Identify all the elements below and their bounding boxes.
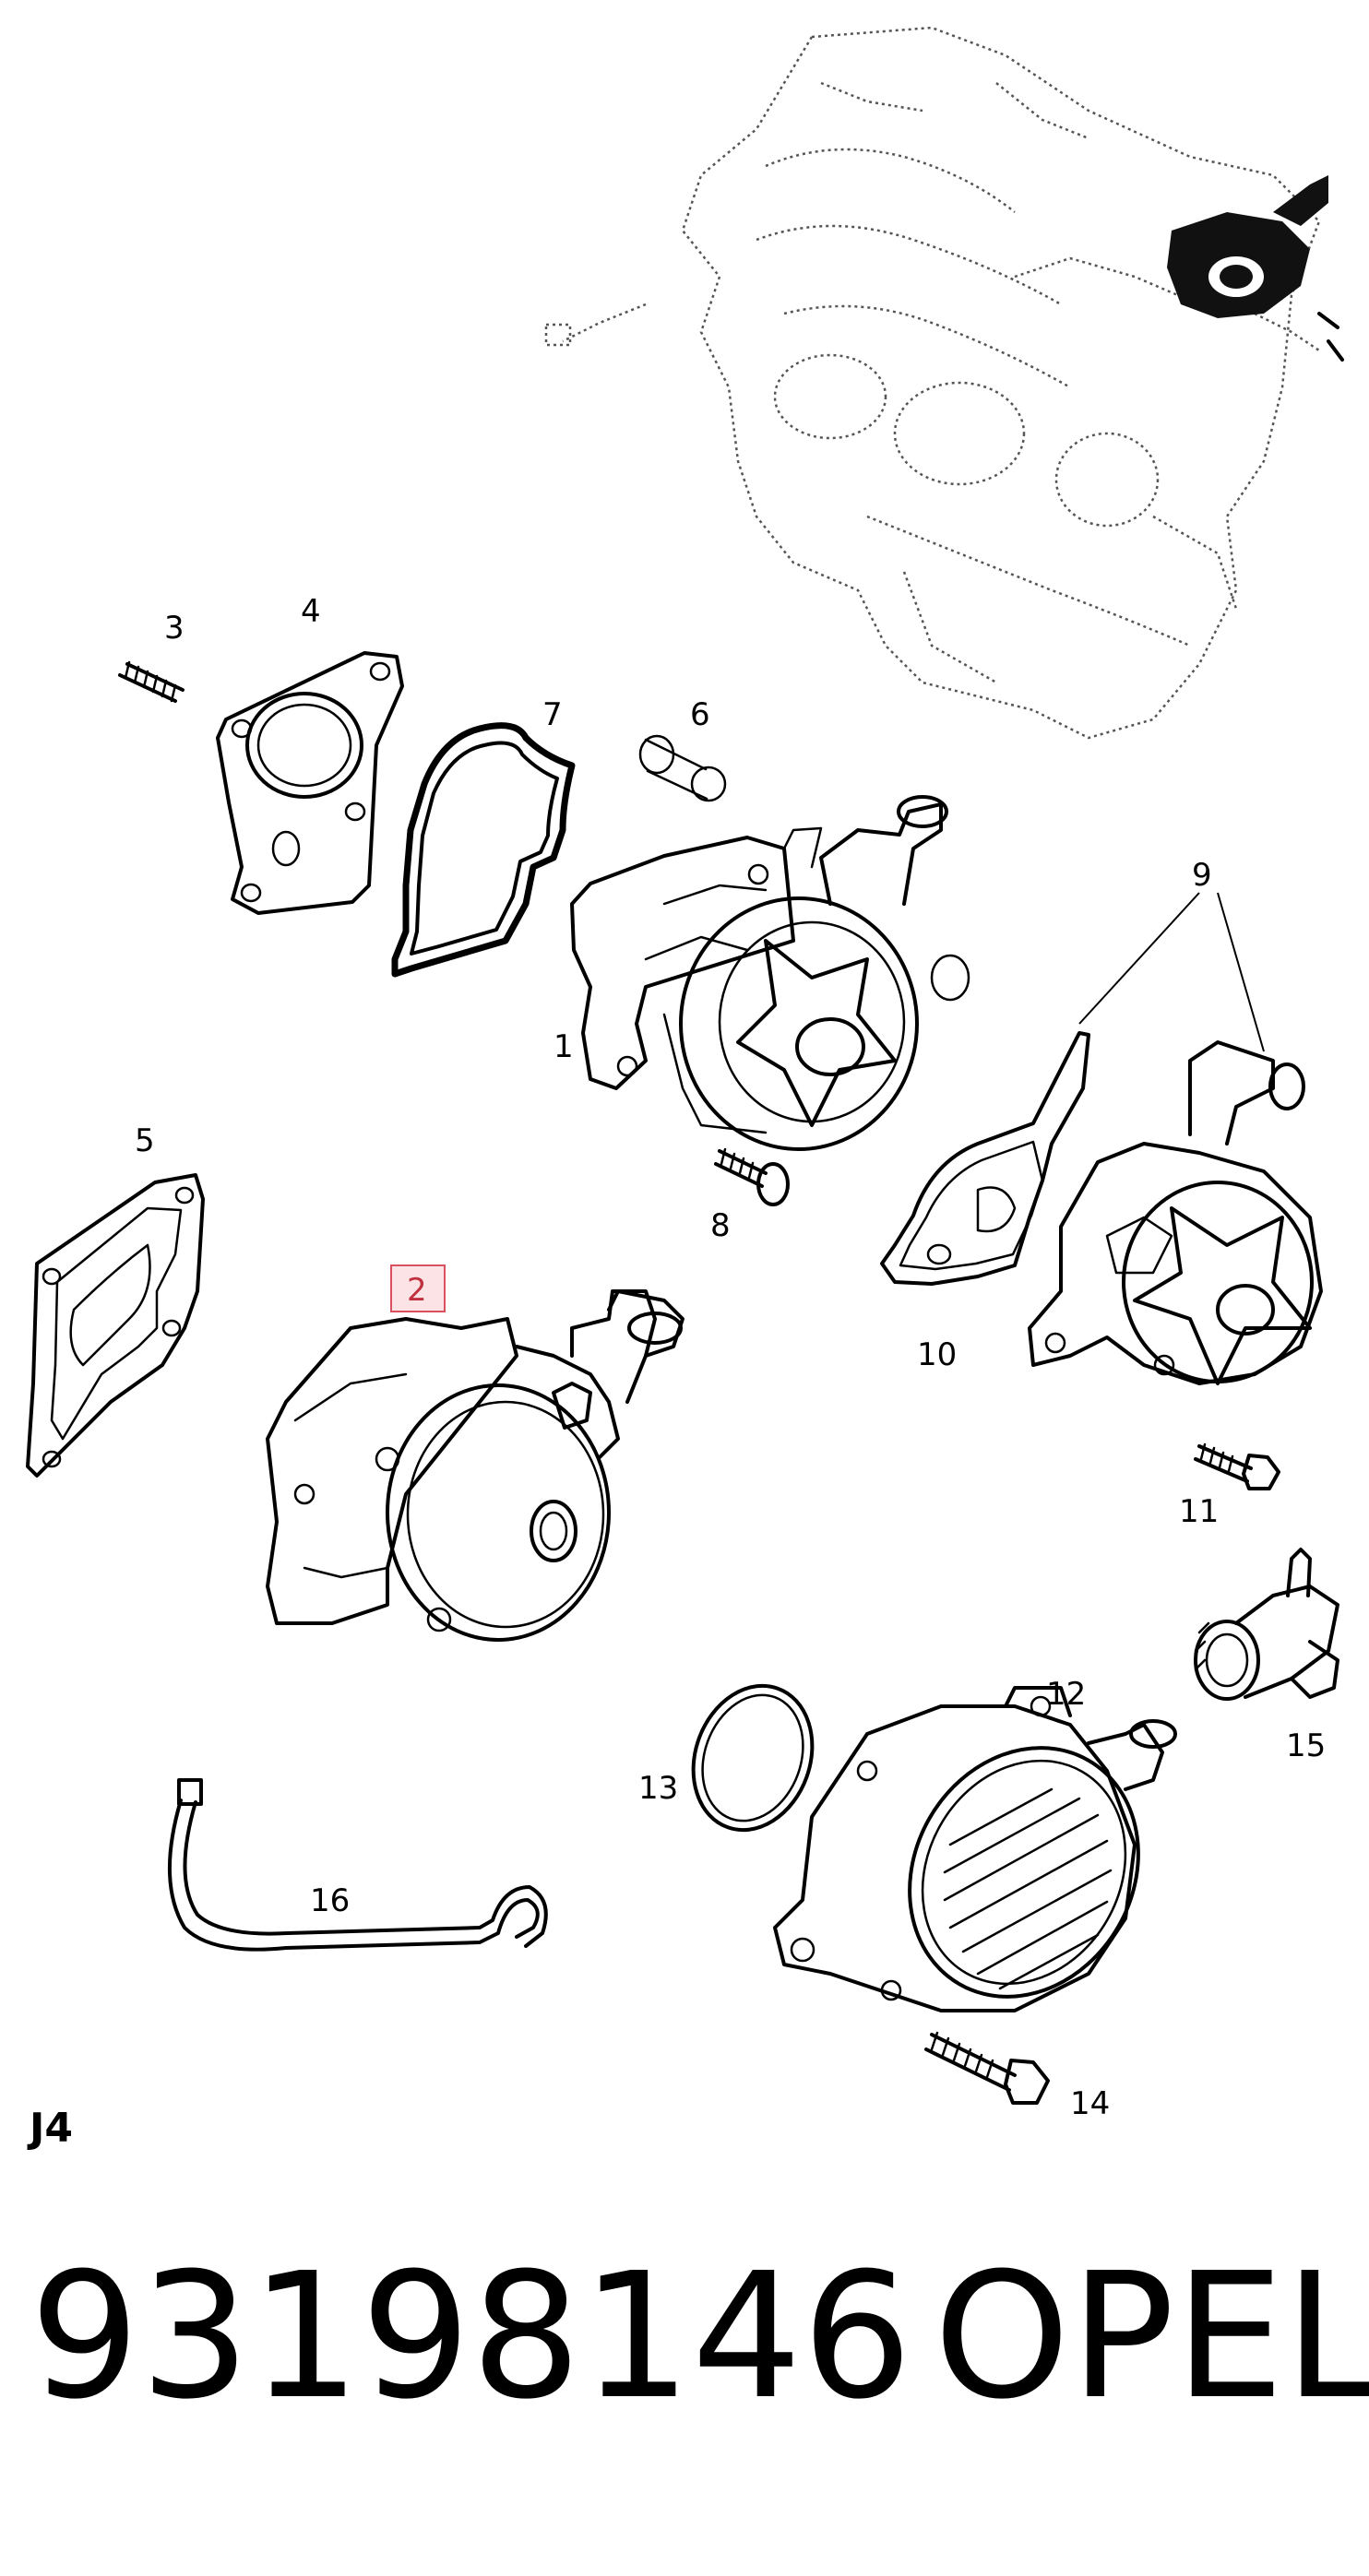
bolt-part-11	[1194, 1442, 1280, 1490]
exploded-parts-diagram: 3 4 7 6 9 1 5 8 2 10 11 12 15 13 16 14 J…	[26, 26, 1344, 2152]
callout-15: 15	[1286, 1727, 1326, 1764]
gasket-part-10	[880, 1031, 1090, 1286]
hose-part-16	[167, 1778, 548, 1952]
seal-part-7	[391, 722, 576, 978]
callout-9: 9	[1192, 857, 1212, 894]
bolt-part-8	[714, 1147, 790, 1206]
vacuum-pump-part-1	[570, 795, 970, 1151]
callout-1: 1	[554, 1028, 574, 1065]
oring-part-13	[691, 1683, 815, 1833]
vacuum-pump-part-12	[773, 1686, 1177, 2012]
vacuum-pump-part-9	[1028, 1040, 1323, 1385]
callout-4: 4	[301, 593, 321, 630]
vacuum-pump-part-2	[266, 1289, 684, 1642]
section-code: J4	[27, 2105, 73, 2152]
callout-14: 14	[1070, 2085, 1110, 2122]
sleeve-part-6	[638, 734, 727, 802]
connector-part-15	[1194, 1548, 1339, 1701]
callout-8: 8	[710, 1207, 731, 1244]
callout-12: 12	[1046, 1676, 1086, 1713]
stud-part-3	[118, 660, 185, 703]
callout-11: 11	[1179, 1493, 1219, 1530]
gasket-part-4	[216, 651, 404, 915]
callout-10: 10	[917, 1336, 957, 1373]
callout-7: 7	[542, 696, 563, 733]
callout-5: 5	[135, 1122, 155, 1159]
callout-16: 16	[310, 1882, 350, 1919]
bolt-part-14	[924, 2031, 1050, 2105]
leader-lines-9	[1078, 892, 1265, 1052]
brand-name: OPEL	[934, 2236, 1369, 2438]
part-number: 93198146	[30, 2236, 912, 2438]
engine-block-illustration	[544, 26, 1344, 740]
gasket-part-5	[26, 1173, 205, 1478]
highlight-box	[390, 1264, 446, 1312]
callout-6: 6	[690, 696, 710, 733]
callout-13: 13	[638, 1770, 678, 1807]
callout-3: 3	[164, 610, 185, 647]
callout-2-highlighted: 2	[407, 1272, 427, 1309]
callout-labels: 3 4 7 6 9 1 5 8 2 10 11 12 15 13 16 14	[135, 593, 1326, 2122]
